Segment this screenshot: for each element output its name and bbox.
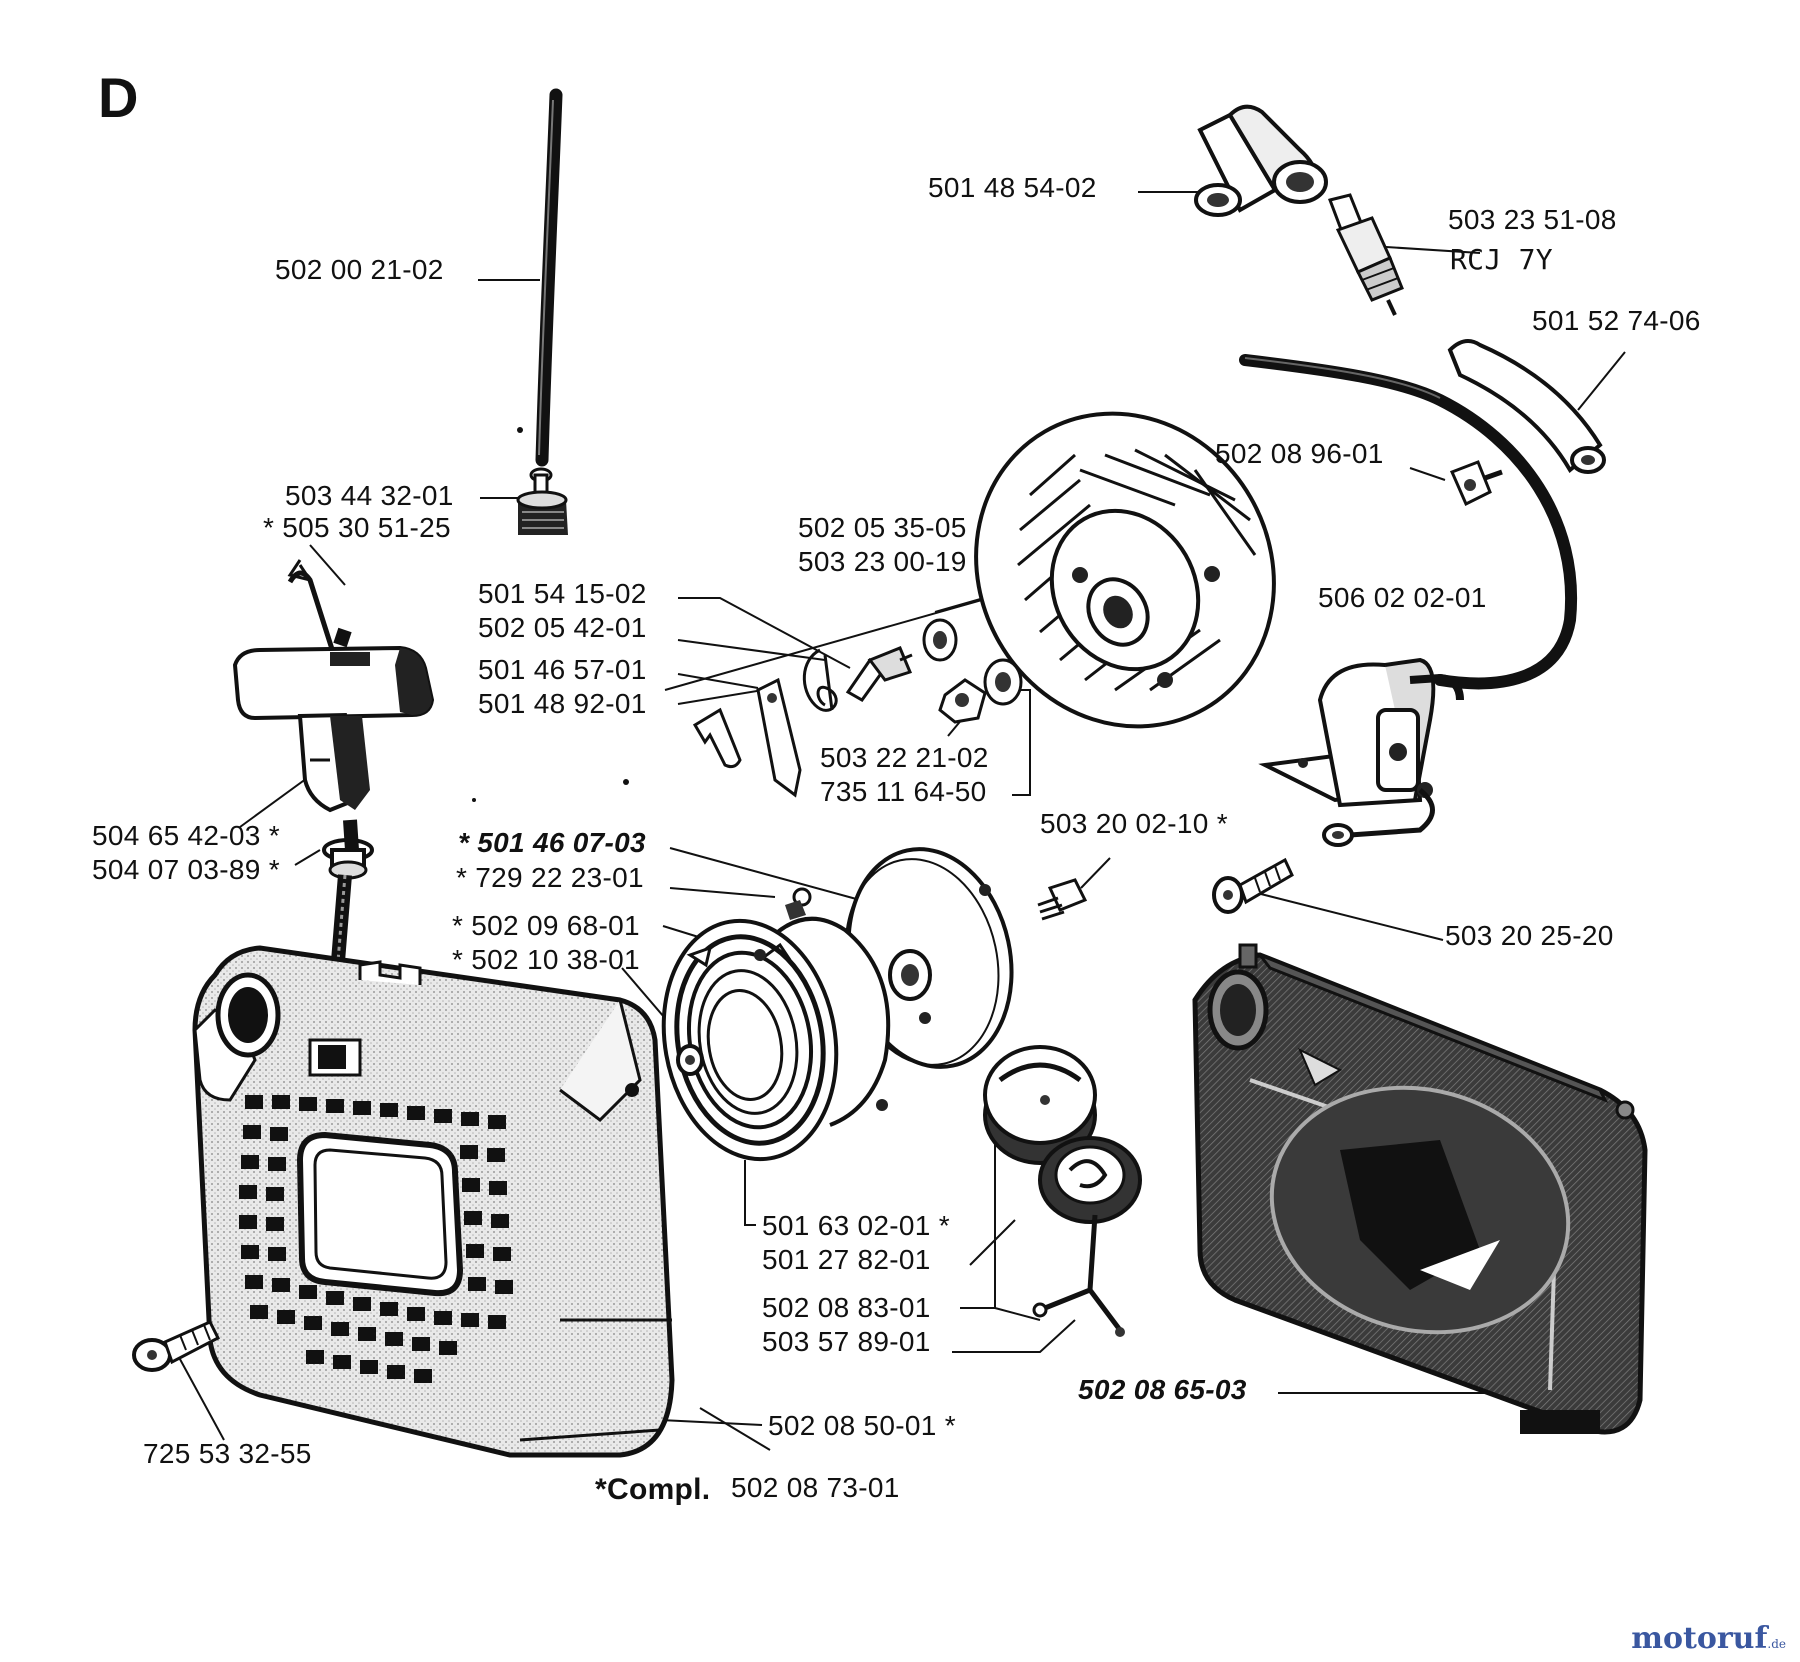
label-cover-screw: 503 20 25-20	[1445, 920, 1614, 951]
label-starter-screw: 725 53 32-55	[143, 1438, 312, 1469]
cap-gasket	[1038, 1136, 1142, 1224]
label-spring-cassette-b: 501 27 82-01	[762, 1244, 931, 1275]
label-rope: 502 08 50-01 *	[768, 1410, 956, 1441]
label-pawl-d: 501 48 92-01	[478, 688, 647, 719]
label-flywheel-b: 503 23 00-19	[798, 546, 967, 577]
label-cap-a: 502 08 83-01	[762, 1292, 931, 1323]
label-compl-number: 502 08 73-01	[731, 1472, 900, 1503]
label-pulley-a: * 501 46 07-03	[458, 827, 646, 858]
starter-screw	[132, 1320, 221, 1372]
spark-plug	[1328, 193, 1404, 316]
label-pawl-b: 502 05 42-01	[478, 612, 647, 643]
label-coil-screw: 503 20 02-10 *	[1040, 808, 1228, 839]
cap-strap	[1032, 1214, 1125, 1337]
label-ignition-module: 506 02 02-01	[1318, 582, 1487, 613]
label-fuel-filter-a: 503 44 32-01	[285, 480, 454, 511]
label-plug-cap: 501 48 54-02	[928, 172, 1097, 203]
fuel-hose	[535, 88, 563, 467]
section-letter: D	[98, 66, 139, 129]
label-spring-b: * 502 10 38-01	[452, 944, 640, 975]
label-nut-b: 735 11 64-50	[820, 776, 987, 807]
watermark-logo: motoruf.de	[1631, 1621, 1786, 1656]
ignition-screw	[1449, 460, 1503, 507]
pulley-screw	[785, 887, 812, 920]
spring-cassette	[661, 916, 891, 1162]
label-pawl-a: 501 54 15-02	[478, 578, 647, 609]
label-fuel-hose: 502 00 21-02	[275, 254, 444, 285]
fuel-tank	[1192, 943, 1648, 1435]
label-fuel-filter-b: * 505 30 51-25	[263, 512, 451, 543]
watermark-main: motoruf	[1631, 1621, 1768, 1656]
starter-handle	[232, 570, 435, 813]
label-spring-a: * 502 09 68-01	[452, 910, 640, 941]
cover-screw	[1212, 857, 1294, 914]
lead-boot	[1447, 339, 1606, 474]
label-handle-a: 504 65 42-03 *	[92, 820, 280, 851]
vent-grille	[239, 1095, 513, 1383]
label-hv-lead: 501 52 74-06	[1532, 305, 1701, 336]
watermark-suffix: .de	[1767, 1637, 1786, 1651]
starter-housing	[192, 945, 675, 1458]
label-spring-cassette-a: 501 63 02-01 *	[762, 1210, 950, 1241]
coil-screw	[1037, 878, 1088, 921]
label-compl: *Compl.	[595, 1473, 711, 1506]
spark-plug-cap	[1194, 104, 1328, 217]
label-ignition-screw: 502 08 96-01	[1215, 438, 1384, 469]
pawl-assembly	[692, 618, 1023, 798]
label-handle-b: 504 07 03-89 *	[92, 854, 280, 885]
label-spark-plug: 503 23 51-08	[1448, 204, 1617, 235]
label-nut-a: 503 22 21-02	[820, 742, 989, 773]
flywheel	[974, 411, 1276, 729]
ignition-module	[1258, 657, 1464, 847]
label-spark-plug-type: RCJ 7Y	[1450, 243, 1553, 276]
label-tank: 502 08 65-03	[1078, 1374, 1247, 1405]
ignition-lead	[1239, 354, 1578, 690]
label-cap-b: 503 57 89-01	[762, 1326, 931, 1357]
label-pulley-b: * 729 22 23-01	[456, 862, 644, 893]
fuel-filter	[516, 467, 568, 535]
label-flywheel-a: 502 05 35-05	[798, 512, 967, 543]
fuel-cap	[983, 1045, 1097, 1165]
label-pawl-c: 501 46 57-01	[478, 654, 647, 685]
